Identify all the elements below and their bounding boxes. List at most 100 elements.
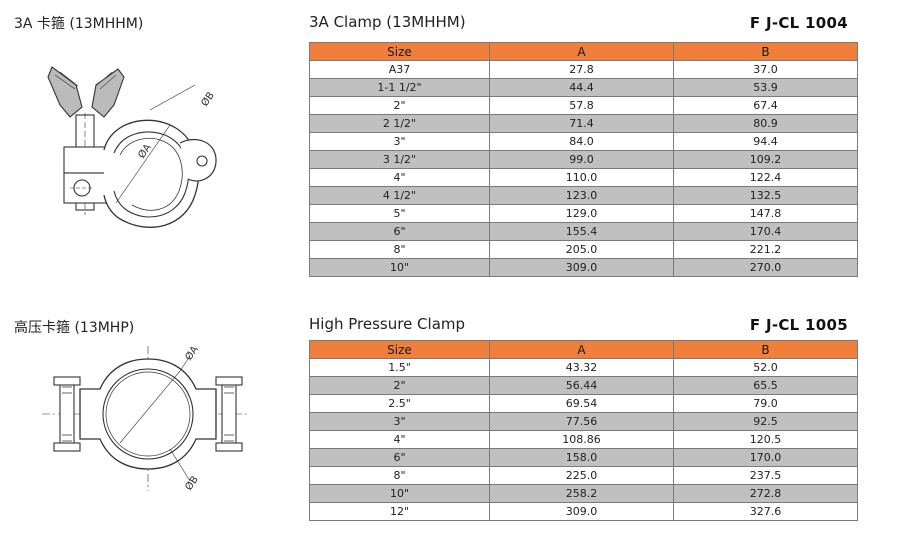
cell-b: 270.0	[673, 258, 858, 277]
wing-nut-left	[47, 66, 83, 118]
cell-b: 65.5	[673, 376, 858, 395]
cell-a: 225.0	[489, 466, 674, 485]
cell-size: 2 1/2"	[309, 114, 490, 133]
cell-size: 6"	[309, 448, 490, 467]
cell-b: 147.8	[673, 204, 858, 223]
drawing-title: 高压卡箍 (13MHP)	[14, 320, 135, 336]
cell-b: 80.9	[673, 114, 858, 133]
cell-size: 4"	[309, 168, 490, 187]
cell-b: 272.8	[673, 484, 858, 503]
cell-b: 94.4	[673, 132, 858, 151]
cell-b: 52.0	[673, 358, 858, 377]
cell-size: 2.5"	[309, 394, 490, 413]
cell-a: 56.44	[489, 376, 674, 395]
clamp-inner	[113, 131, 190, 218]
cell-size: 5"	[309, 204, 490, 223]
left-bolt	[59, 380, 75, 448]
cell-a: 205.0	[489, 240, 674, 259]
table-header-row: Size A B	[309, 340, 858, 359]
cell-size: 3 1/2"	[309, 150, 490, 169]
cell-size: 1.5"	[309, 358, 490, 377]
cell-a: 129.0	[489, 204, 674, 223]
cell-a: 84.0	[489, 132, 674, 151]
header-b: B	[673, 42, 858, 61]
cell-b: 79.0	[673, 394, 858, 413]
clamp-ear	[179, 138, 217, 182]
cell-b: 327.6	[673, 502, 858, 521]
section-3a-clamp: 3A 卡箍 (13MHHM) 3A Clamp (13MHHM) F J-CL …	[14, 13, 858, 277]
cell-a: 108.86	[489, 430, 674, 449]
dim-label-b: ØB	[183, 474, 201, 493]
cell-b: 37.0	[673, 60, 858, 79]
cell-size: 10"	[309, 484, 490, 503]
high-pressure-clamp-drawing: ØA ØB	[42, 344, 248, 493]
cell-size: 8"	[309, 240, 490, 259]
header-size: Size	[309, 340, 490, 359]
cell-a: 44.4	[489, 78, 674, 97]
cell-size: 6"	[309, 222, 490, 241]
cell-b: 53.9	[673, 78, 858, 97]
cell-b: 221.2	[673, 240, 858, 259]
table-header-row: Size A B	[309, 42, 858, 61]
cell-a: 155.4	[489, 222, 674, 241]
product-code: F J-CL 1005	[749, 316, 848, 334]
cell-a: 77.56	[489, 412, 674, 431]
header-a: A	[489, 340, 674, 359]
right-bolt	[221, 380, 237, 448]
cell-a: 57.8	[489, 96, 674, 115]
cell-a: 71.4	[489, 114, 674, 133]
wing-nut-right	[91, 68, 125, 118]
cell-a: 123.0	[489, 186, 674, 205]
section-high-pressure-clamp: 高压卡箍 (13MHP) High Pressure Clamp F J-CL …	[0, 306, 901, 541]
table-title: 3A Clamp (13MHHM)	[309, 13, 466, 31]
cell-size: 2"	[309, 376, 490, 395]
clamp-outer	[103, 119, 200, 228]
3a-clamp-drawing: ØA ØB	[47, 66, 217, 228]
product-code: F J-CL 1004	[749, 14, 848, 32]
dim-label-a: ØA	[183, 344, 201, 363]
cell-size: 2"	[309, 96, 490, 115]
cell-b: 120.5	[673, 430, 858, 449]
cell-b: 109.2	[673, 150, 858, 169]
cell-size: 3"	[309, 412, 490, 431]
cell-a: 258.2	[489, 484, 674, 503]
cell-b: 237.5	[673, 466, 858, 485]
header-a: A	[489, 42, 674, 61]
clamp-body	[79, 358, 217, 470]
cell-b: 92.5	[673, 412, 858, 431]
cell-size: A37	[309, 60, 490, 79]
cell-a: 69.54	[489, 394, 674, 413]
cell-a: 43.32	[489, 358, 674, 377]
dim-label-b: ØB	[199, 90, 217, 109]
drawing-title: 3A 卡箍 (13MHHM)	[14, 16, 144, 32]
cell-size: 3"	[309, 132, 490, 151]
clamp-inner-ring	[102, 368, 194, 460]
cell-a: 110.0	[489, 168, 674, 187]
cell-b: 67.4	[673, 96, 858, 115]
table-title: High Pressure Clamp	[309, 315, 466, 333]
header-b: B	[673, 340, 858, 359]
cell-b: 170.0	[673, 448, 858, 467]
